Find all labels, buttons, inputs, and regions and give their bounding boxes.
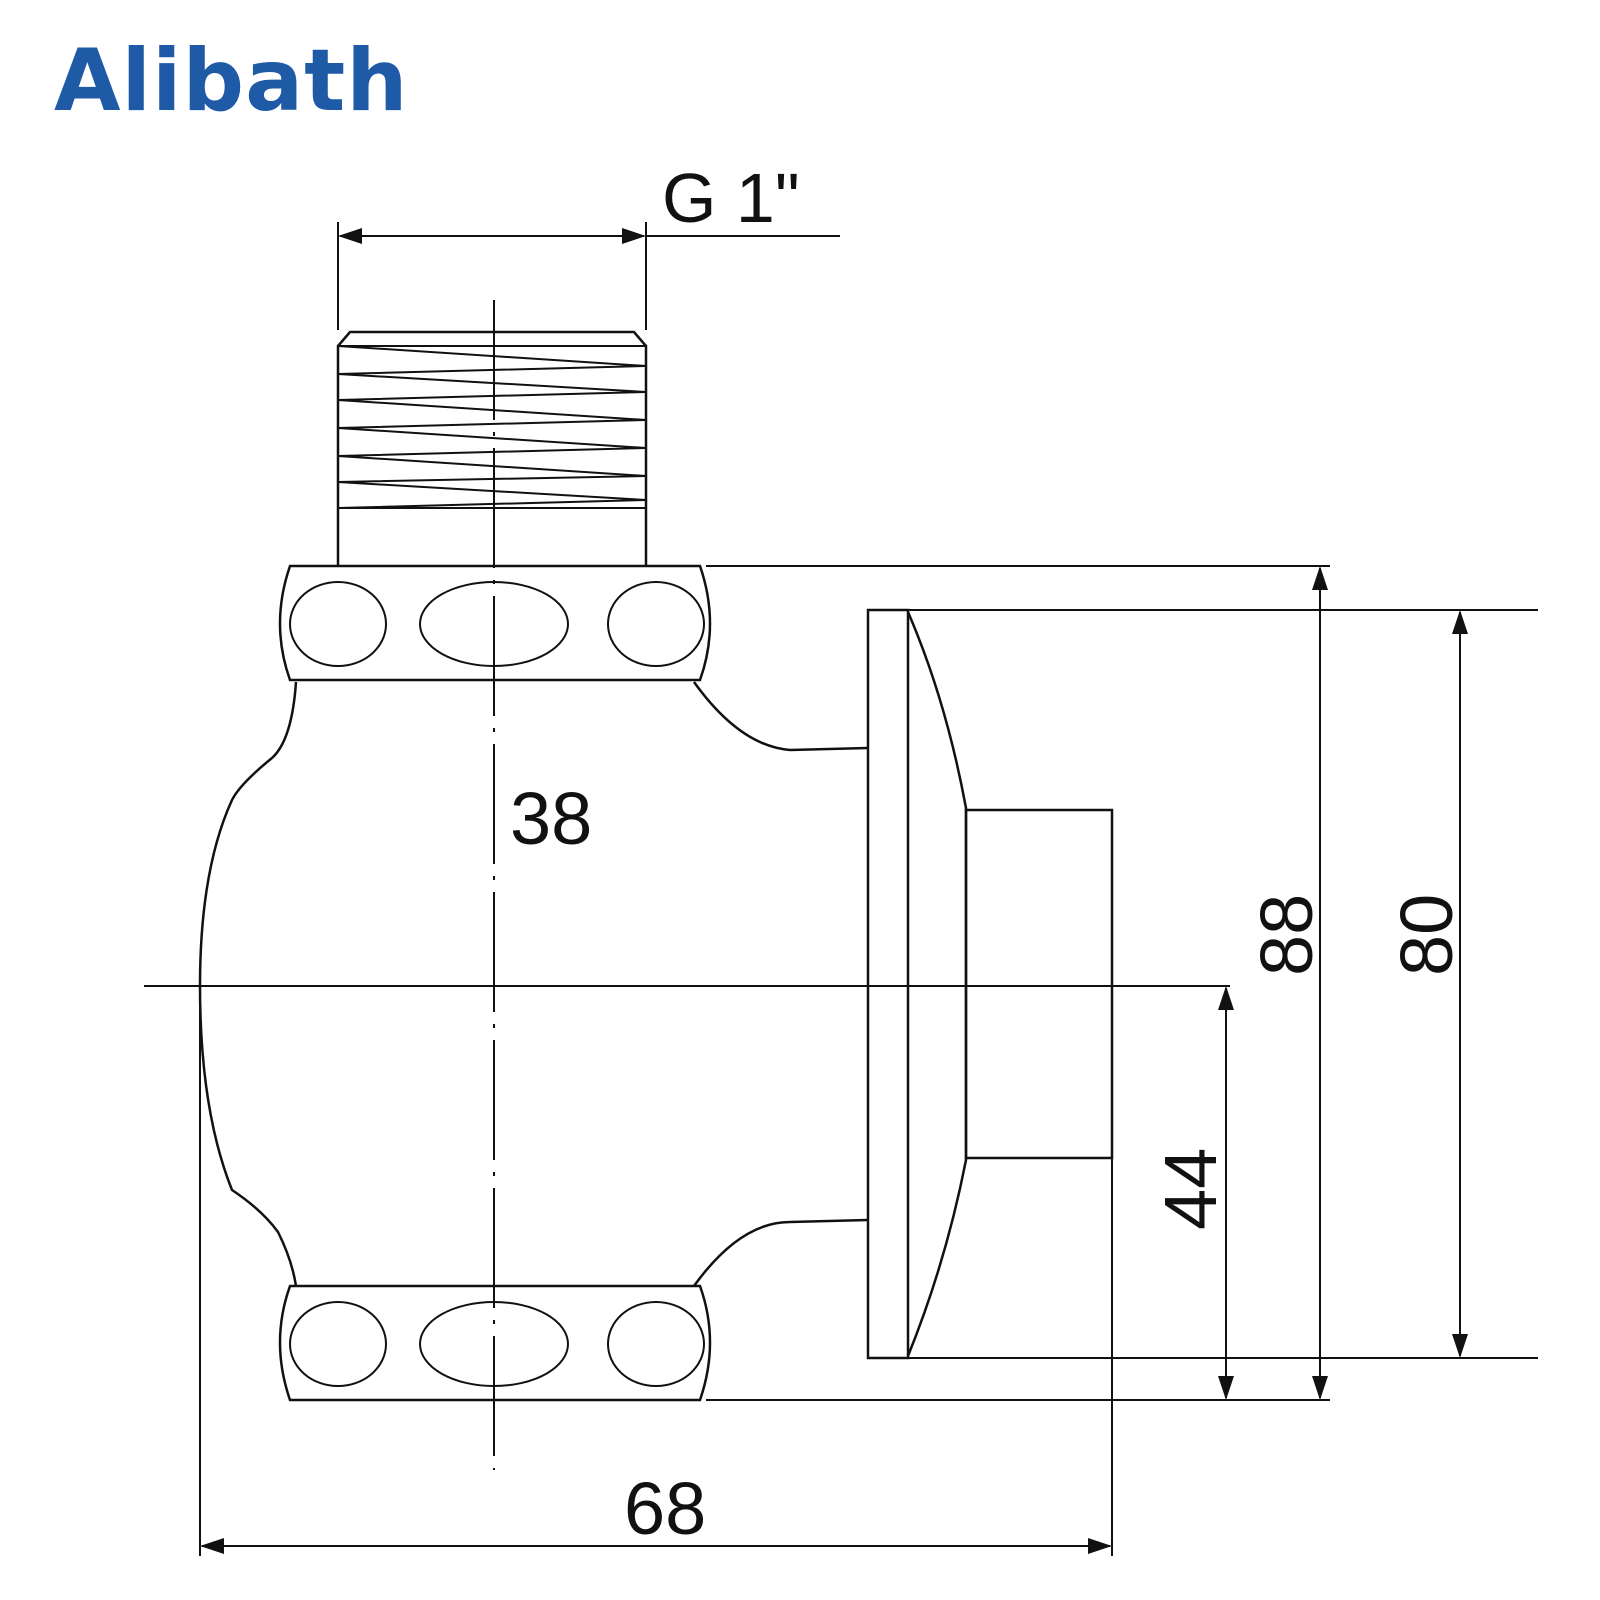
total-height-label: 88	[1245, 894, 1328, 976]
flange	[866, 608, 1114, 1360]
valve-body	[198, 681, 869, 1287]
brand-logo: Alibath	[54, 31, 409, 131]
half-height-label: 44	[1149, 1148, 1232, 1230]
threaded-inlet	[336, 330, 648, 566]
total-width-label: 68	[624, 1467, 706, 1550]
thread-size-label: G 1"	[662, 159, 800, 237]
center-spacing-label: 38	[510, 777, 592, 860]
flange-height-label: 80	[1385, 894, 1468, 976]
